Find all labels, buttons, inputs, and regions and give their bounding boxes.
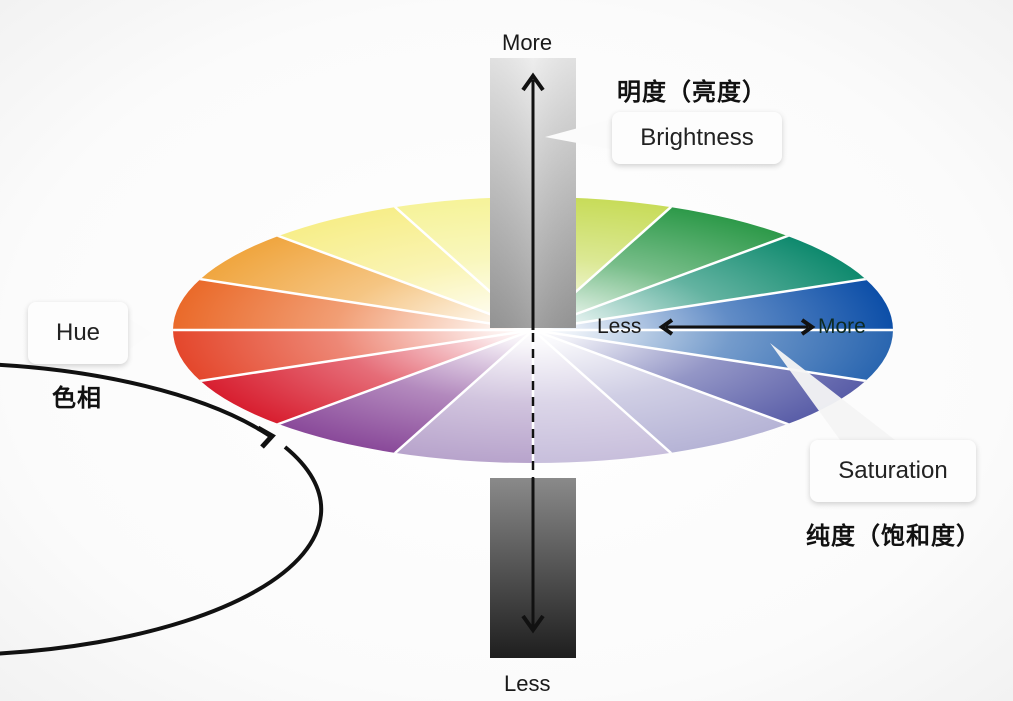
brightness-down-arrow-icon — [521, 614, 545, 634]
segment-dividers — [173, 197, 893, 463]
hue-ring-arrowhead — [256, 425, 276, 449]
saturation-callout: Saturation — [810, 440, 976, 502]
brightness-callout-text: Brightness — [640, 124, 754, 151]
hue-ring — [0, 362, 324, 656]
segment-divider — [532, 328, 827, 440]
segment-divider — [239, 328, 534, 440]
saturation-title-cn: 纯度（饱和度） — [806, 522, 981, 550]
brightness-more-label: More — [502, 30, 553, 55]
saturation-right-arrow-icon — [800, 318, 816, 336]
segment-divider — [373, 329, 534, 463]
hue-callout: Hue — [28, 302, 128, 364]
segment-divider — [532, 270, 893, 332]
saturation-callout-pointer — [770, 343, 895, 440]
segment-divider — [532, 220, 827, 332]
saturation-left-arrow-icon — [658, 318, 674, 336]
brightness-callout-pointer — [545, 118, 615, 150]
hue-callout-text: Hue — [55, 319, 101, 346]
brightness-up-arrow-icon — [521, 72, 545, 92]
segment-divider — [532, 328, 893, 390]
saturation-more-label: More — [818, 315, 866, 338]
segment-divider — [239, 220, 534, 332]
brightness-callout: Brightness — [612, 112, 782, 164]
brightness-less-label: Less — [504, 671, 551, 696]
saturation-less-label: Less — [597, 315, 642, 338]
hue-title-cn: 色相 — [52, 384, 102, 412]
hue-callout-pointer — [128, 318, 152, 350]
segment-divider — [532, 329, 693, 463]
saturation-callout-text: Saturation — [838, 457, 948, 484]
brightness-title-cn: 明度（亮度） — [617, 78, 767, 106]
segment-divider — [173, 270, 534, 332]
segment-divider — [173, 328, 534, 390]
